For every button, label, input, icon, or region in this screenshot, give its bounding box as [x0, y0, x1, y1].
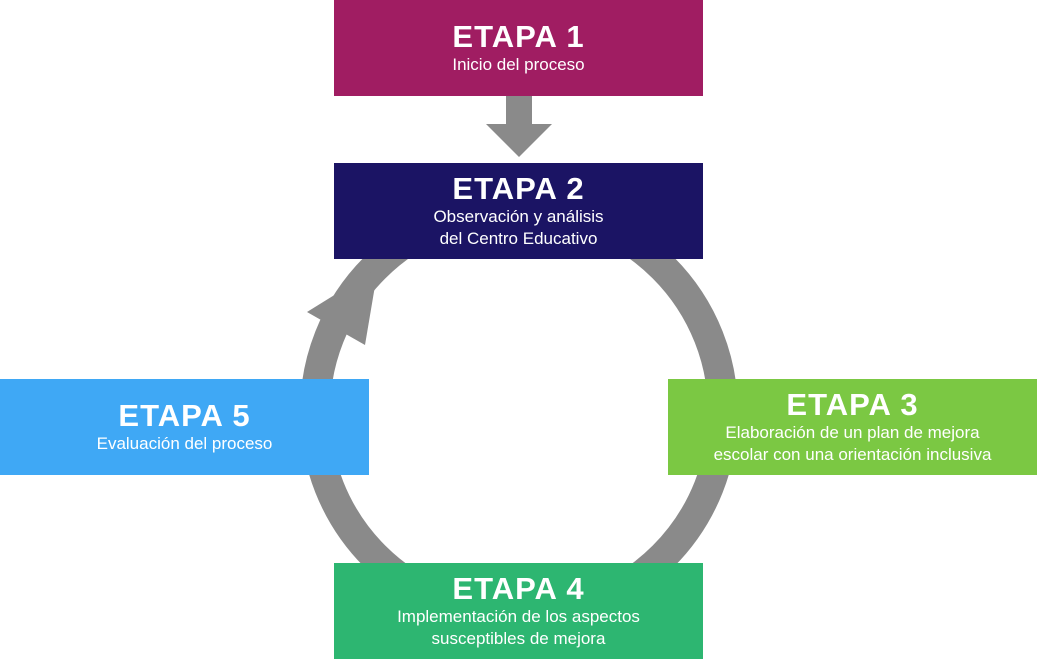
stage-1-description: Inicio del proceso	[452, 55, 585, 74]
stage-3-title: ETAPA 3	[786, 387, 919, 422]
stage-3-box: ETAPA 3 Elaboración de un plan de mejora…	[668, 379, 1037, 475]
stage-2-box: ETAPA 2 Observación y análisis del Centr…	[334, 163, 703, 259]
stage-5-title: ETAPA 5	[118, 398, 251, 433]
stage-5-box: ETAPA 5 Evaluación del proceso	[0, 379, 369, 475]
stage-1-box: ETAPA 1 Inicio del proceso	[334, 0, 703, 96]
stage-4-description: Implementación de los aspectos susceptib…	[397, 607, 640, 648]
down-arrow	[486, 96, 552, 157]
stage-2-description: Observación y análisis del Centro Educat…	[433, 207, 604, 248]
stage-4-title: ETAPA 4	[452, 571, 585, 606]
stage-4-box: ETAPA 4 Implementación de los aspectos s…	[334, 563, 703, 659]
stage-3-description: Elaboración de un plan de mejora escolar…	[713, 423, 992, 464]
stage-1-title: ETAPA 1	[452, 19, 585, 54]
stage-5-description: Evaluación del proceso	[96, 434, 273, 453]
cycle-arrowhead	[307, 268, 378, 345]
stage-2-title: ETAPA 2	[452, 171, 585, 206]
